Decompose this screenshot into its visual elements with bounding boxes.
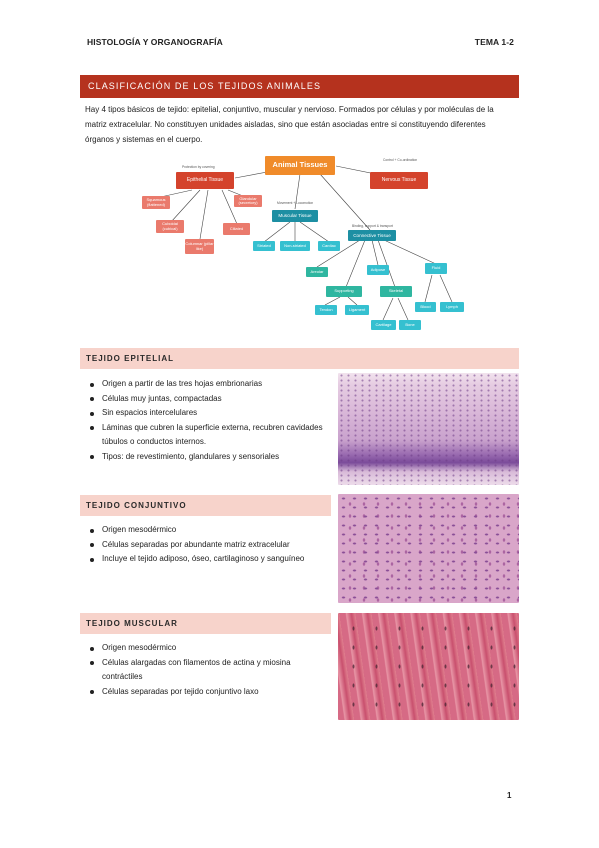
node-non-striated: Non-striated <box>280 241 310 251</box>
node-ligament: Ligament <box>345 305 369 315</box>
list-item: Origen a partir de las tres hojas embrio… <box>85 377 330 392</box>
node-tendon: Tendon <box>315 305 337 315</box>
node-connective: Connective Tissue <box>348 230 396 241</box>
header-topic: TEMA 1-2 <box>474 37 514 47</box>
list-item: Origen mesodérmico <box>85 523 330 538</box>
node-bone: Bone <box>399 320 421 330</box>
page-header: HISTOLOGÍA Y ORGANOGRAFÍA TEMA 1-2 <box>87 37 514 51</box>
list-item: Sin espacios intercelulares <box>85 406 330 421</box>
intro-paragraph: Hay 4 tipos básicos de tejido: epitelial… <box>85 105 494 144</box>
node-supporting: Supporting <box>326 286 362 297</box>
list-item: Origen mesodérmico <box>85 641 330 656</box>
list-item: Tipos: de revestimiento, glandulares y s… <box>85 450 330 465</box>
node-animal-tissues: Animal Tissues <box>265 156 335 175</box>
page-number: 1 <box>507 791 512 800</box>
muscular-bullets: Origen mesodérmico Células alargadas con… <box>85 641 330 699</box>
node-lymph: Lymph <box>440 302 464 312</box>
main-title-bar: CLASIFICACIÓN DE LOS TEJIDOS ANIMALES <box>80 75 519 98</box>
section-title-muscular: TEJIDO MUSCULAR <box>80 613 331 634</box>
node-ciliated: Ciliated <box>223 223 250 235</box>
epitelial-bullets: Origen a partir de las tres hojas embrio… <box>85 377 330 464</box>
node-nervous: Nervous Tissue <box>370 172 428 189</box>
caption-protection: Protection by covering <box>182 165 215 169</box>
caption-control: Control + Co-ordination <box>383 158 418 162</box>
caption-movement: Movement + Locomotion <box>277 201 314 205</box>
caption-binding: Binding, support & transport <box>352 224 393 228</box>
node-blood: Blood <box>415 302 436 312</box>
node-muscular: Muscular Tissue <box>272 210 318 222</box>
muscle-micrograph <box>338 613 519 720</box>
node-columnar: Columnar (pillar like) <box>185 239 214 254</box>
node-cardiac: Cardiac <box>318 241 340 251</box>
node-cuboidal: Cuboidal (cubical) <box>156 220 184 233</box>
list-item: Células alargadas con filamentos de acti… <box>85 656 330 685</box>
node-areolar: Areolar <box>306 267 328 277</box>
node-adipose: Adipose <box>367 265 389 275</box>
node-cartilage: Cartilage <box>371 320 396 330</box>
conjuntivo-bullets: Origen mesodérmico Células separadas por… <box>85 523 330 567</box>
node-striated: Striated <box>253 241 275 251</box>
tissue-concept-map: Protection by covering Control + Co-ordi… <box>140 152 470 337</box>
node-skeletal: Skeletal <box>380 286 412 297</box>
connective-micrograph <box>338 494 519 603</box>
list-item: Células muy juntas, compactadas <box>85 392 330 407</box>
section-title-epitelial: TEJIDO EPITELIAL <box>80 348 519 369</box>
node-epithelial: Epithelial Tissue <box>176 172 234 189</box>
list-item: Incluye el tejido adiposo, óseo, cartila… <box>85 552 330 567</box>
list-item: Láminas que cubren la superficie externa… <box>85 421 330 450</box>
list-item: Células separadas por abundante matriz e… <box>85 538 330 553</box>
node-glandular: Glandular (secretory) <box>234 195 262 207</box>
epithelial-micrograph <box>338 373 519 485</box>
node-squamous: Squamous (flattened) <box>142 196 170 209</box>
section-title-conjuntivo: TEJIDO CONJUNTIVO <box>80 495 331 516</box>
list-item: Células separadas por tejido conjuntivo … <box>85 685 330 700</box>
concept-map-connectors <box>155 165 453 321</box>
header-subject: HISTOLOGÍA Y ORGANOGRAFÍA <box>87 37 223 47</box>
node-fluid: Fluid <box>425 263 447 274</box>
